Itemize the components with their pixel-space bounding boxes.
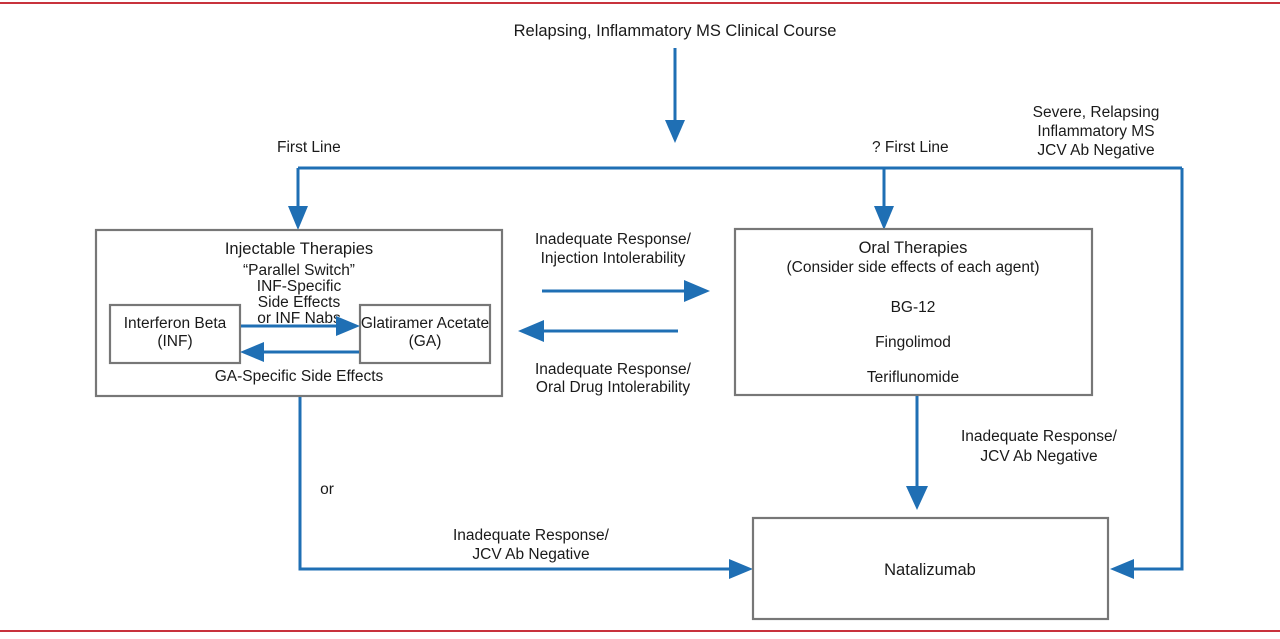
injectable-switch-line4: or INF Nabs [257,310,341,327]
edge-label-oral-to-inject-line1: Inadequate Response/ [535,361,692,378]
injectable-switch-line2: INF-Specific [257,278,342,295]
oral-title: Oral Therapies [859,239,968,257]
connector-inf-to-ga [241,316,360,336]
connector-to-injectable [288,168,308,230]
interferon-beta-box[interactable] [108,303,242,365]
edge-label-inject-to-oral-line2: Injection Intolerability [541,250,686,267]
oral-subtitle: (Consider side effects of each agent) [786,259,1039,276]
connector-oral-to-injectable [518,320,678,342]
glatiramer-acetate-box[interactable] [358,303,492,365]
oral-agent-teriflunomide: Teriflunomide [867,369,959,386]
entry-title: Relapsing, Inflammatory MS Clinical Cour… [514,22,837,40]
natalizumab-box[interactable] [751,516,1110,621]
edge-label-inject-to-natalizumab-line2: JCV Ab Negative [472,546,589,563]
injectable-switch-line1: “Parallel Switch” [243,262,355,279]
oral-therapies-box[interactable] [733,227,1094,397]
branch-label-question-first-line: ? First Line [872,139,949,156]
branch-label-severe-line2: Inflammatory MS [1037,123,1154,140]
edge-label-oral-to-natalizumab-line2: JCV Ab Negative [980,448,1097,465]
edge-label-or: or [320,481,334,498]
bottom-rule [0,630,1280,632]
connector-severe-to-natalizumab [1110,168,1184,579]
natalizumab-label: Natalizumab [884,561,976,579]
top-rule [0,2,1280,4]
branch-label-severe-line1: Severe, Relapsing [1033,104,1160,121]
injectable-switch-line3: Side Effects [258,294,341,311]
connector-injectable-to-natalizumab [298,397,753,579]
connector-injectable-to-oral [542,280,710,302]
edge-label-inject-to-oral-line1: Inadequate Response/ [535,231,692,248]
glatiramer-acetate-line1: Glatiramer Acetate [361,315,489,332]
branch-label-severe-line3: JCV Ab Negative [1037,142,1154,159]
connector-to-oral [874,168,894,230]
injectable-title: Injectable Therapies [225,240,373,258]
interferon-beta-line1: Interferon Beta [124,315,227,332]
interferon-beta-line2: (INF) [157,333,192,350]
connector-entry-down [665,48,685,143]
branch-label-first-line: First Line [277,139,341,156]
glatiramer-acetate-line2: (GA) [409,333,442,350]
connector-ga-to-inf [240,342,359,362]
injectable-footer-label: GA-Specific Side Effects [215,368,384,385]
connector-oral-to-natalizumab [906,396,928,510]
oral-agent-fingolimod: Fingolimod [875,334,951,351]
edge-label-oral-to-natalizumab-line1: Inadequate Response/ [961,428,1118,445]
edge-label-oral-to-inject-line2: Oral Drug Intolerability [536,379,690,396]
edge-label-inject-to-natalizumab-line1: Inadequate Response/ [453,527,610,544]
oral-agent-bg12: BG-12 [891,299,936,316]
